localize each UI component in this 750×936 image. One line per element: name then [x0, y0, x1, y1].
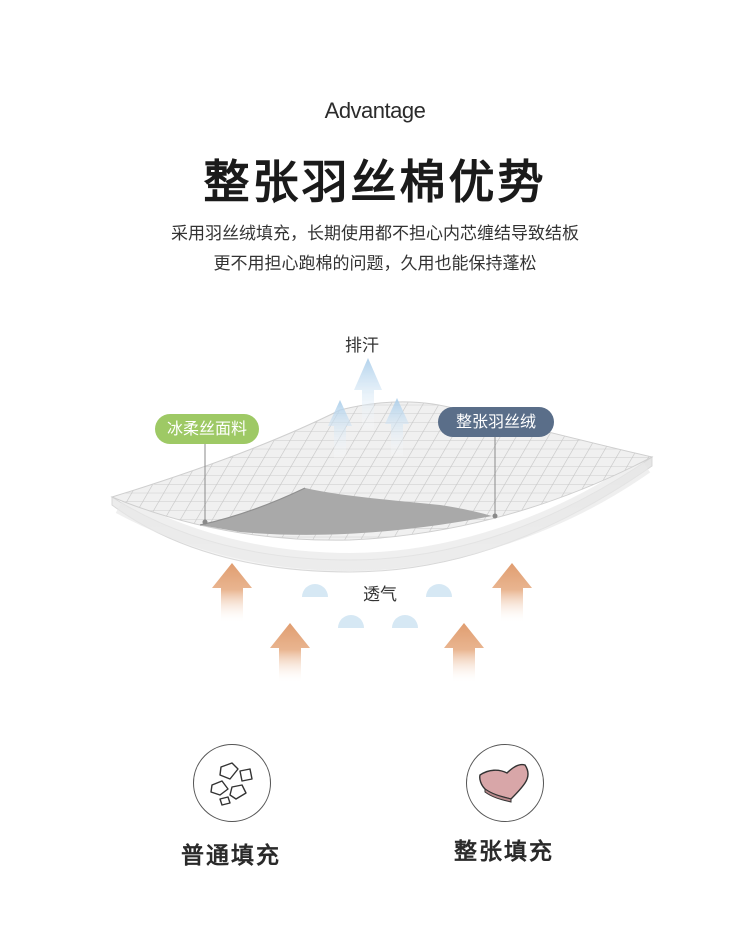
description: 采用羽丝绒填充，长期使用都不担心内芯缠结导致结板 更不用担心跑棉的问题，久用也能… [0, 219, 750, 279]
description-line: 更不用担心跑棉的问题，久用也能保持蓬松 [213, 254, 537, 274]
sweat-arrow-icon [328, 358, 409, 458]
fabric-label-pill: 冰柔丝面料 [155, 414, 259, 444]
scattered-filling-icon [193, 744, 271, 822]
heat-arrow-icon [212, 563, 532, 682]
description-line: 采用羽丝绒填充，长期使用都不担心内芯缠结导致结板 [171, 224, 579, 244]
filling-layer [200, 488, 492, 535]
page-title: 整张羽丝棉优势 [203, 155, 547, 209]
air-bubble-icon [302, 584, 452, 628]
breath-label: 透气 [363, 585, 397, 605]
sweat-label: 排汗 [345, 336, 379, 356]
eyebrow-title: Advantage [324, 98, 426, 123]
comparison-label-whole: 整张填充 [454, 839, 554, 865]
filling-label-pill: 整张羽丝绒 [438, 407, 554, 437]
comparison-label-normal: 普通填充 [181, 843, 281, 869]
whole-sheet-filling-icon [466, 744, 544, 822]
